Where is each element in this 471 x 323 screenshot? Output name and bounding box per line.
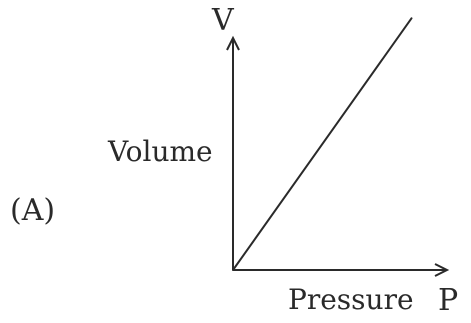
x-axis-letter: P <box>438 283 459 318</box>
x-axis-label: Pressure <box>288 283 414 316</box>
x-axis-arrowhead <box>434 263 450 277</box>
option-label: (A) <box>10 193 56 228</box>
series-line-0 <box>232 17 413 271</box>
y-axis-arrowhead <box>226 35 240 51</box>
y-axis-letter: V <box>212 3 234 38</box>
y-axis-label: Volume <box>108 135 213 168</box>
